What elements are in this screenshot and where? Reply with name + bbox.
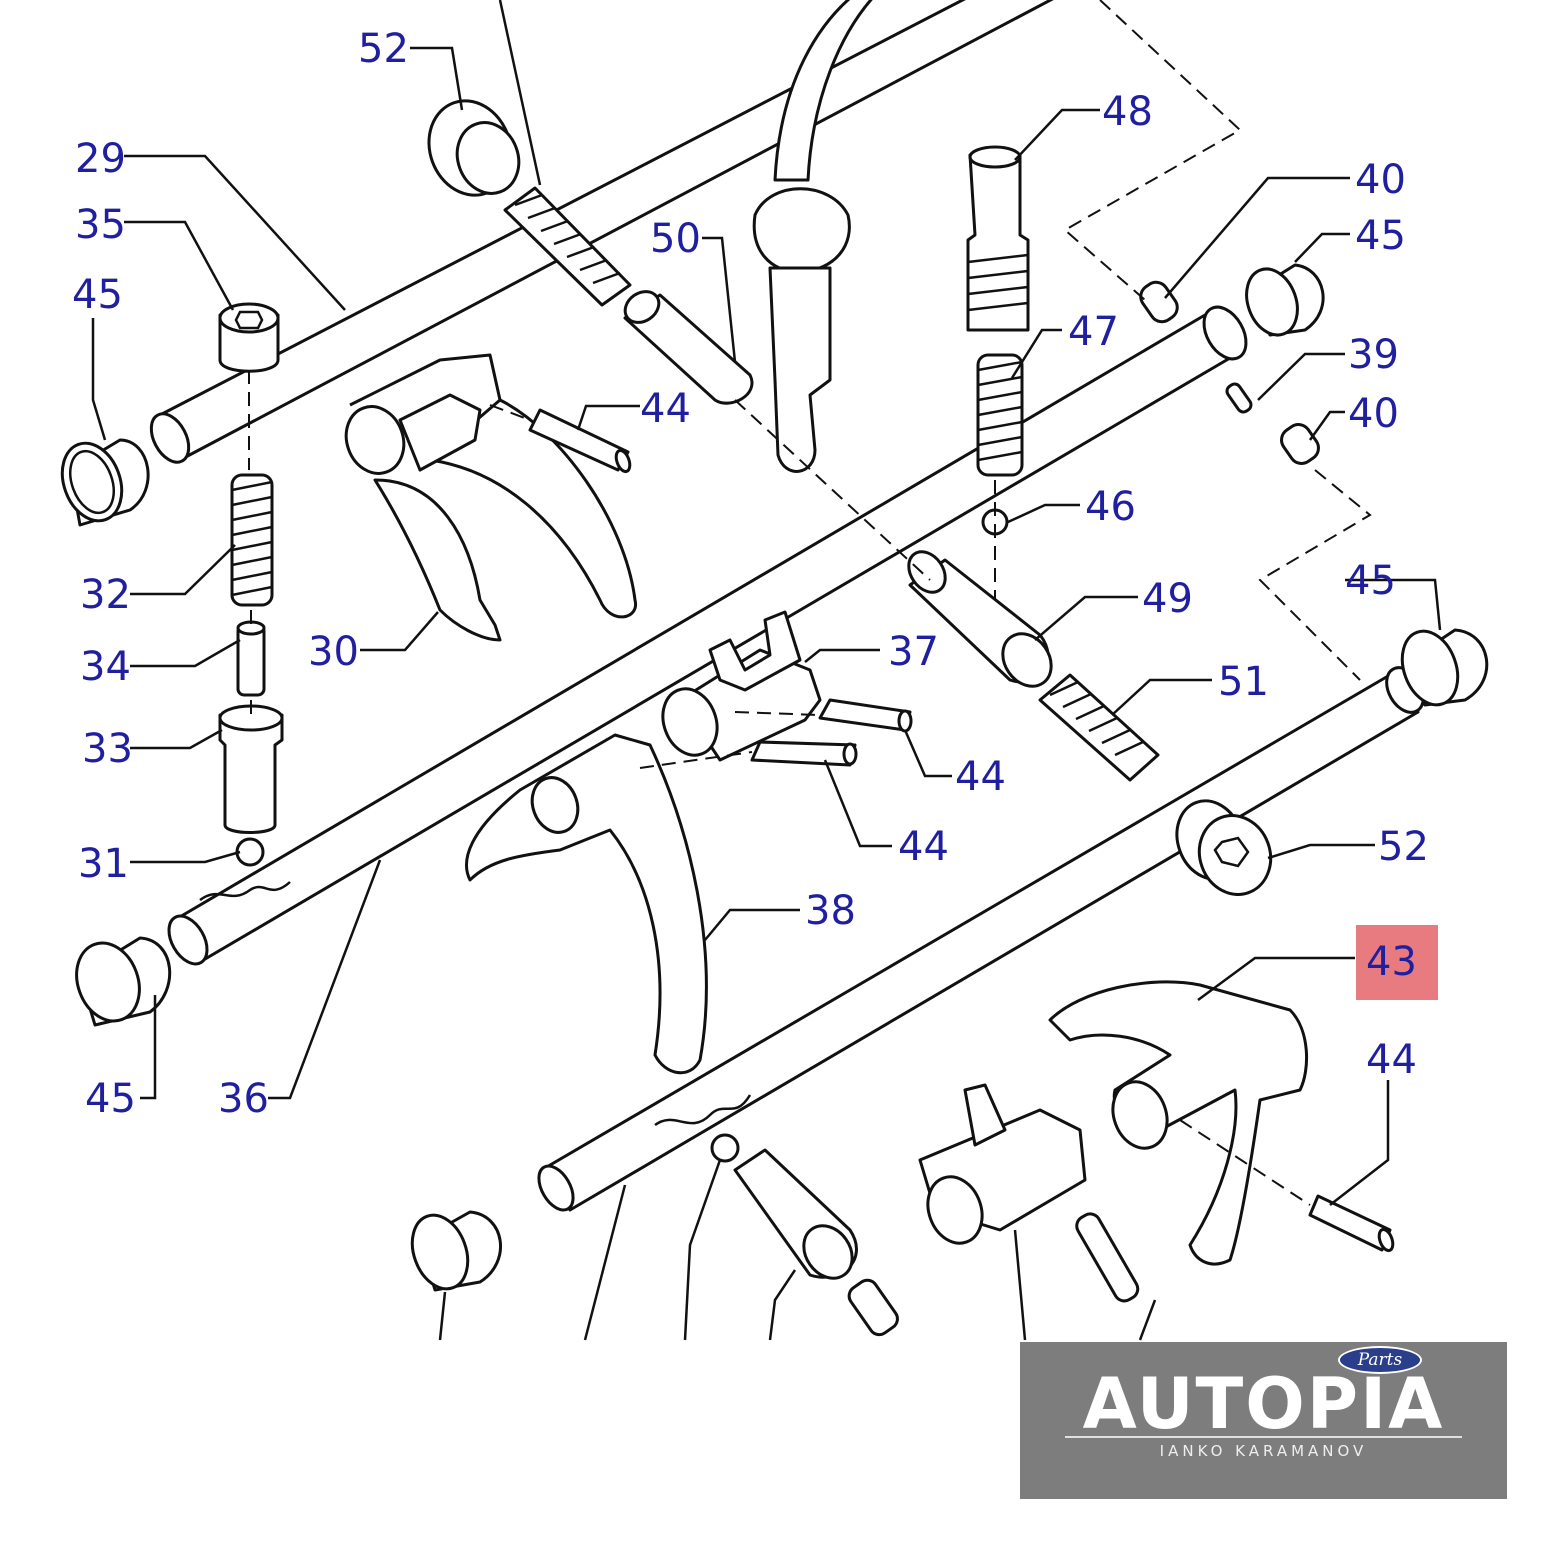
callout-38[interactable]: 38 xyxy=(805,888,856,934)
bushing-45-d xyxy=(1400,628,1489,707)
bolt-48 xyxy=(966,145,1030,332)
plunger-bottom xyxy=(733,1148,858,1280)
plug-52-b xyxy=(1175,799,1273,896)
callout-39[interactable]: 39 xyxy=(1348,332,1399,378)
callout-49[interactable]: 49 xyxy=(1142,576,1193,622)
pin-34 xyxy=(236,620,266,697)
pin-40-b xyxy=(1280,423,1320,465)
callout-52-right[interactable]: 52 xyxy=(1378,824,1429,870)
callout-44-right[interactable]: 44 xyxy=(1366,1037,1417,1083)
cup-33 xyxy=(218,704,284,834)
assembly-line-4 xyxy=(1063,0,1242,301)
callout-48[interactable]: 48 xyxy=(1102,89,1153,135)
callout-46[interactable]: 46 xyxy=(1085,484,1136,530)
leader-lines xyxy=(91,0,1442,1341)
callout-50[interactable]: 50 xyxy=(650,216,701,262)
callout-37[interactable]: 37 xyxy=(888,629,939,675)
assembly-line-2 xyxy=(734,399,931,581)
callout-33[interactable]: 33 xyxy=(82,726,133,772)
callout-45-left-bottom[interactable]: 45 xyxy=(85,1076,136,1122)
pin-44-a xyxy=(528,408,632,474)
parts-badge: Parts xyxy=(1338,1346,1422,1374)
callout-44-top[interactable]: 44 xyxy=(640,386,691,432)
plug-52-a xyxy=(427,99,521,197)
pin-44-c xyxy=(750,740,858,767)
spring-top xyxy=(503,186,632,307)
callout-45-right-top[interactable]: 45 xyxy=(1355,213,1406,259)
highlight-box-43 xyxy=(1356,925,1438,1000)
plunger-50 xyxy=(623,290,754,405)
assembly-line-5 xyxy=(1258,469,1372,681)
callout-40-top[interactable]: 40 xyxy=(1355,157,1406,203)
ball-bottom xyxy=(710,1133,740,1163)
shift-lever xyxy=(752,0,873,473)
pin-44-d xyxy=(1308,1194,1395,1253)
callout-44-lower[interactable]: 44 xyxy=(898,824,949,870)
rail-29 xyxy=(149,0,1054,464)
callout-36[interactable]: 36 xyxy=(218,1076,269,1122)
callout-44-center[interactable]: 44 xyxy=(955,754,1006,800)
spring-51 xyxy=(1038,673,1160,782)
callout-30[interactable]: 30 xyxy=(308,629,359,675)
selector-42 xyxy=(918,1083,1087,1245)
spring-32 xyxy=(230,473,274,607)
bushing-45-c xyxy=(1245,263,1325,337)
pin-44-b xyxy=(818,698,913,733)
logo-subtitle: IANKO KARAMANOV xyxy=(1159,1442,1368,1460)
logo-divider xyxy=(1065,1436,1462,1438)
callout-45-right-mid[interactable]: 45 xyxy=(1345,558,1396,604)
fork-38 xyxy=(465,733,708,1075)
autopia-logo: Parts AUTOPIA IANKO KARAMANOV xyxy=(1020,1342,1507,1499)
ball-31 xyxy=(235,837,265,867)
callout-35[interactable]: 35 xyxy=(75,202,126,248)
callout-43-highlighted[interactable]: 43 xyxy=(1366,939,1417,985)
bushing-45-a xyxy=(60,438,150,527)
selector-37 xyxy=(661,610,822,762)
callout-45-left-top[interactable]: 45 xyxy=(72,272,123,318)
callout-40-mid[interactable]: 40 xyxy=(1348,391,1399,437)
fork-30 xyxy=(344,353,637,642)
callout-52-top[interactable]: 52 xyxy=(358,26,409,72)
callout-29[interactable]: 29 xyxy=(75,136,126,182)
pin-40-a xyxy=(1139,280,1179,324)
pin-39 xyxy=(1225,382,1253,414)
pin-bottom xyxy=(1075,1212,1140,1303)
callout-47[interactable]: 47 xyxy=(1068,309,1119,355)
bushing-45-b xyxy=(75,936,172,1027)
callout-31[interactable]: 31 xyxy=(78,841,129,887)
spring-47 xyxy=(976,353,1024,477)
logo-wordmark: AUTOPIA xyxy=(1082,1363,1445,1445)
fork-43 xyxy=(1048,980,1309,1266)
callout-34[interactable]: 34 xyxy=(80,644,131,690)
callout-32[interactable]: 32 xyxy=(80,572,131,618)
screw-35 xyxy=(218,302,280,373)
bushing-bottom xyxy=(410,1210,502,1292)
pin-49 xyxy=(907,550,1053,688)
assembly-line-1 xyxy=(248,370,252,715)
pin-small-bottom xyxy=(847,1278,899,1337)
callout-51[interactable]: 51 xyxy=(1218,659,1269,705)
rail-36 xyxy=(167,305,1248,966)
